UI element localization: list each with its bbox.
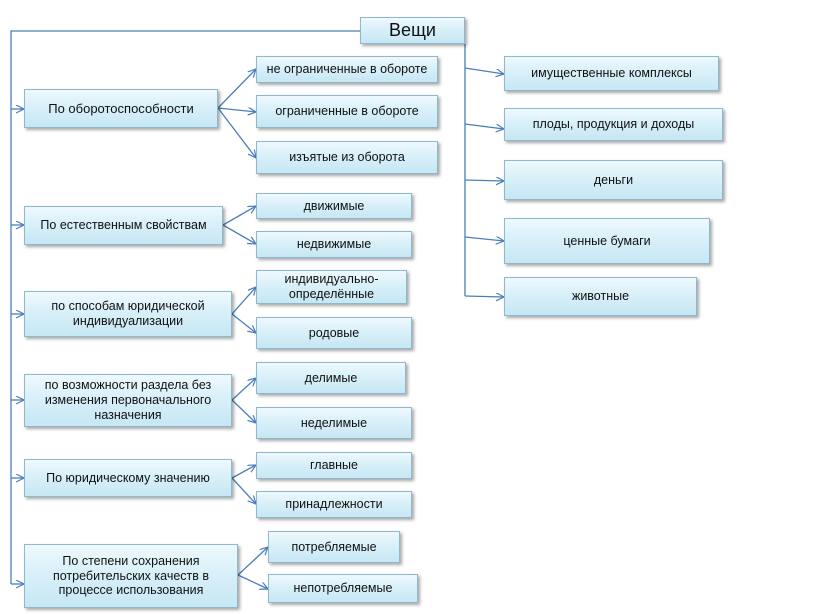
item-movable: движимые xyxy=(256,193,412,219)
type-fruits-products-income: плоды, продукция и доходы xyxy=(504,108,723,141)
arrow-5a xyxy=(231,465,256,479)
item-generic: родовые xyxy=(256,317,412,349)
category-turnover: По оборотоспособности xyxy=(24,89,218,128)
arrow-3a xyxy=(231,287,256,315)
arrow-4a xyxy=(231,378,256,401)
arrow-1b xyxy=(217,108,256,112)
root-node: Вещи xyxy=(360,17,465,44)
item-divisible: делимые xyxy=(256,362,406,394)
type-animals: животные xyxy=(504,277,697,316)
arrow-3b xyxy=(231,313,256,333)
item-consumable: потребляемые xyxy=(268,531,400,563)
item-label: непотребляемые xyxy=(293,581,393,596)
item-unrestricted: не ограниченные в обороте xyxy=(256,56,438,83)
arrow-type-4 xyxy=(464,237,504,241)
category-divisibility: по возможности раздела без изменения пер… xyxy=(24,374,232,427)
type-label: деньги xyxy=(593,172,634,187)
arrow-type-5 xyxy=(464,296,504,297)
arrow-2a xyxy=(222,206,256,226)
item-label: неделимые xyxy=(300,415,368,430)
item-indivisible: неделимые xyxy=(256,407,412,439)
category-label: По степени сохранения потребительских ка… xyxy=(52,553,210,598)
item-label: индивидуально-определённые xyxy=(284,272,379,301)
item-label: изъятые из оборота xyxy=(289,150,405,165)
item-label: родовые xyxy=(308,325,360,340)
type-money: деньги xyxy=(504,160,723,200)
item-individually-defined: индивидуально-определённые xyxy=(256,270,407,304)
category-label: по способам юридической индивидуализации xyxy=(51,299,205,328)
arrow-6b xyxy=(237,574,268,589)
arrow-type-3 xyxy=(464,180,504,181)
arrow-2b xyxy=(222,224,256,244)
category-label: по возможности раздела без изменения пер… xyxy=(44,378,212,422)
item-label: потребляемые xyxy=(291,539,377,554)
arrow-type-2 xyxy=(464,123,504,129)
category-natural-properties: По естественным свойствам xyxy=(24,206,223,245)
item-label: движимые xyxy=(303,198,365,213)
item-label: ограниченные в обороте xyxy=(275,104,419,119)
category-label: По оборотоспособности xyxy=(48,100,194,116)
item-label: делимые xyxy=(304,370,358,385)
item-main: главные xyxy=(256,452,412,479)
type-label: имущественные комплексы xyxy=(531,66,692,81)
item-restricted: ограниченные в обороте xyxy=(256,95,438,128)
arrow-5b xyxy=(231,477,256,504)
arrow-1a xyxy=(217,69,256,109)
type-label: животные xyxy=(571,289,630,304)
arrow-type-1 xyxy=(464,67,504,74)
item-label: не ограниченные в обороте xyxy=(266,62,428,77)
arrow-4b xyxy=(231,399,256,423)
category-consumption: По степени сохранения потребительских ка… xyxy=(24,544,238,608)
item-label: принадлежности xyxy=(285,497,383,512)
type-property-complexes: имущественные комплексы xyxy=(504,56,719,91)
category-legal-significance: По юридическому значению xyxy=(24,459,232,497)
type-label: ценные бумаги xyxy=(563,233,651,248)
category-label: По юридическому значению xyxy=(46,470,210,485)
type-securities: ценные бумаги xyxy=(504,218,710,264)
arrow-6a xyxy=(237,547,268,576)
type-label: плоды, продукция и доходы xyxy=(532,117,695,132)
item-immovable: недвижимые xyxy=(256,231,412,258)
item-accessories: принадлежности xyxy=(256,491,412,518)
item-label: недвижимые xyxy=(296,237,372,252)
item-withdrawn: изъятые из оборота xyxy=(256,141,438,174)
root-label: Вещи xyxy=(389,19,436,40)
item-label: главные xyxy=(309,458,358,473)
item-non-consumable: непотребляемые xyxy=(268,574,418,603)
category-label: По естественным свойствам xyxy=(40,218,207,233)
category-legal-individualization: по способам юридической индивидуализации xyxy=(24,291,232,337)
arrow-1c xyxy=(217,107,256,158)
